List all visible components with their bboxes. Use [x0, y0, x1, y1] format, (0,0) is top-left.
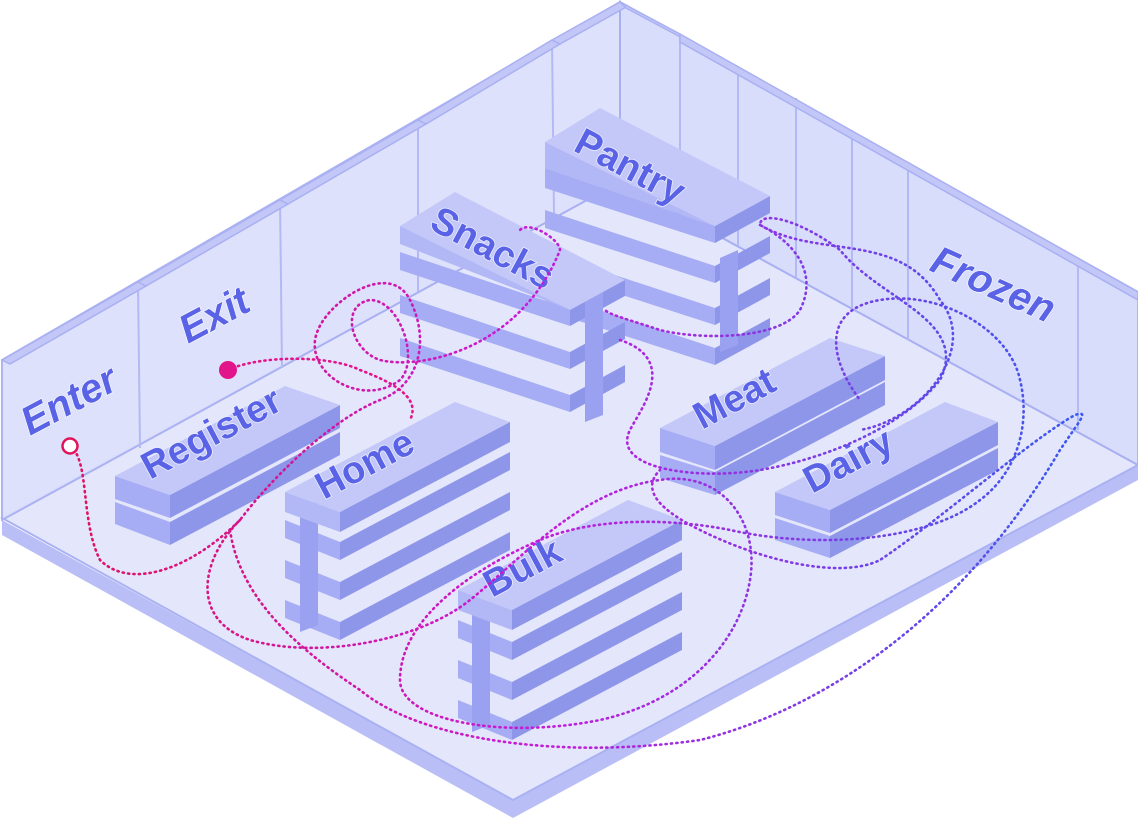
route-path [68, 216, 955, 576]
shelf-meat: Meat [660, 338, 885, 495]
shopper-route [61, 216, 1084, 749]
route-path-lower [206, 297, 1084, 749]
route-end-segment [226, 357, 414, 422]
route-start-marker [61, 437, 79, 455]
wall-top-caps [0, 1, 1138, 365]
shelf-home: Home [285, 402, 510, 640]
